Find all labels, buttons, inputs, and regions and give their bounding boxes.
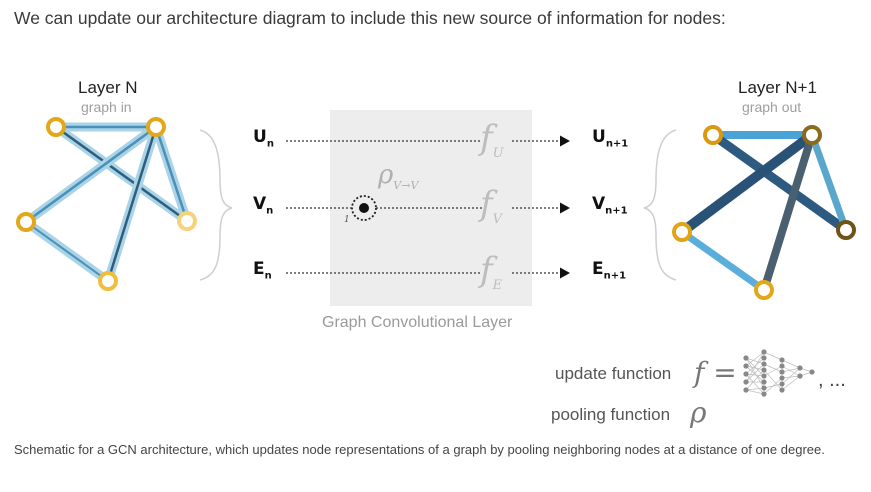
svg-text:1: 1 bbox=[344, 215, 350, 225]
output-u: Un+1 bbox=[592, 127, 629, 150]
input-u: Un bbox=[253, 127, 274, 150]
output-graph-nodes bbox=[672, 125, 856, 300]
output-e: En+1 bbox=[592, 259, 627, 282]
output-graph-edges bbox=[677, 130, 851, 294]
arrow-v bbox=[560, 202, 570, 214]
in-node-3 bbox=[177, 211, 197, 231]
figure-caption: Schematic for a GCN architecture, which … bbox=[14, 442, 825, 457]
out-node-2 bbox=[802, 125, 822, 145]
in-edge-6 bbox=[21, 217, 113, 286]
out-node-1 bbox=[703, 125, 723, 145]
out-edge-2 bbox=[708, 130, 851, 235]
layer-out-subtitle: graph out bbox=[742, 99, 802, 115]
update-function-v: fV bbox=[480, 184, 502, 227]
pooling-node: 1 bbox=[344, 195, 377, 225]
input-v: Vn bbox=[253, 194, 274, 217]
in-edge-3 bbox=[21, 122, 161, 227]
gcl-label: Graph Convolutional Layer bbox=[322, 314, 513, 331]
out-edge-4 bbox=[760, 131, 816, 294]
legend-pooling-label: pooling function bbox=[551, 405, 671, 424]
layer-out-title: Layer N+1 bbox=[738, 78, 817, 97]
legend-update-label: update function bbox=[555, 364, 672, 383]
layer-in-title: Layer N bbox=[78, 78, 138, 97]
in-edge-4 bbox=[103, 122, 161, 286]
input-graph-nodes bbox=[16, 117, 197, 291]
right-brace bbox=[643, 129, 677, 281]
legend-ellipsis: , ... bbox=[818, 369, 846, 391]
out-edge-3 bbox=[677, 130, 817, 237]
out-node-3 bbox=[836, 220, 856, 240]
out-node-5 bbox=[754, 280, 774, 300]
in-node-2 bbox=[146, 117, 166, 137]
output-graph bbox=[672, 125, 856, 300]
in-node-5 bbox=[98, 271, 118, 291]
input-e: En bbox=[253, 259, 272, 282]
layer-in-subtitle: graph in bbox=[81, 99, 132, 115]
arrow-u bbox=[560, 135, 570, 147]
intro-text: We can update our architecture diagram t… bbox=[14, 8, 726, 28]
in-node-4 bbox=[16, 212, 36, 232]
out-node-4 bbox=[672, 222, 692, 242]
left-brace bbox=[199, 129, 233, 281]
update-function-u: fU bbox=[480, 118, 504, 161]
in-edge-5 bbox=[151, 122, 192, 226]
out-edge-5 bbox=[808, 131, 850, 234]
in-edge-2 bbox=[51, 122, 192, 226]
update-function-e: fE bbox=[480, 250, 503, 293]
out-edge-6 bbox=[678, 228, 768, 294]
arrow-e bbox=[560, 267, 570, 279]
legend-update-symbol: f = bbox=[694, 356, 737, 389]
input-graph bbox=[16, 117, 197, 291]
legend-pooling-symbol: ρ bbox=[690, 396, 707, 429]
neural-network-icon bbox=[743, 349, 815, 397]
in-node-1 bbox=[46, 117, 66, 137]
pooling-function-label: ρV→V bbox=[378, 160, 419, 193]
input-graph-edges bbox=[21, 122, 192, 286]
output-v: Vn+1 bbox=[592, 194, 628, 217]
